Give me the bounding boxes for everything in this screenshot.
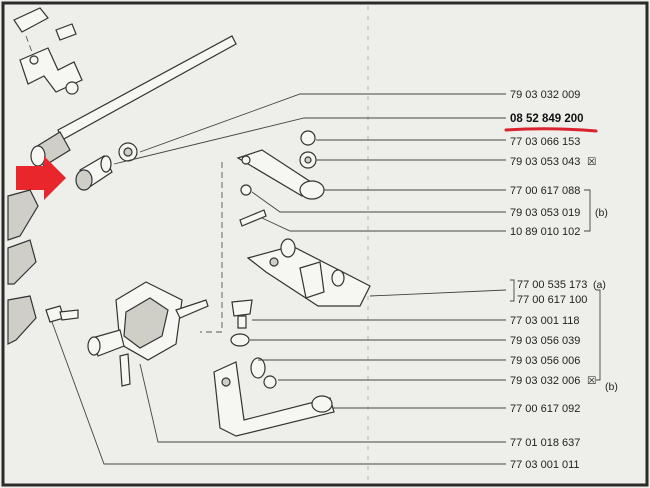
part-number-highlighted: 08 52 849 200: [510, 113, 584, 125]
part-number: 79 03 053 019: [510, 207, 580, 219]
group-label: (b): [605, 381, 618, 393]
part-number: 79 03 032 006: [510, 375, 580, 387]
group-braces: [510, 189, 601, 381]
part-number: 77 03 001 011: [510, 459, 580, 471]
part-number: 79 03 056 006: [510, 355, 580, 367]
group-label: (b): [595, 207, 608, 219]
cylinder-housing: [87, 281, 209, 387]
part-number-list: 79 03 032 009 08 52 849 200 77 03 066 15…: [510, 89, 618, 471]
leader-lines: [51, 93, 507, 465]
bracket-plate: [246, 238, 371, 307]
left-bolt: [45, 305, 79, 323]
connection-dash: [200, 162, 223, 333]
part-number: 77 01 018 637: [510, 437, 580, 449]
lever-assembly: [236, 130, 325, 227]
marker-icon: ☒: [587, 375, 596, 387]
part-number: 77 03 001 118: [510, 315, 580, 327]
part-number: 77 00 617 092: [510, 403, 580, 415]
part-number: 79 03 032 009: [510, 89, 580, 101]
upper-bracket-assembly: [13, 7, 83, 95]
part-suffix: (a): [593, 279, 606, 291]
part-number: 77 00 617 088: [510, 185, 580, 197]
part-number: 10 89 010 102: [510, 226, 580, 238]
part-number: 77 00 617 100: [517, 294, 587, 306]
left-gaskets: [7, 189, 39, 345]
part-number: 77 00 535 173: [517, 279, 587, 291]
part-number: 77 03 066 153: [510, 136, 580, 148]
highlight-arrow: [16, 156, 66, 200]
part-number: 79 03 056 039: [510, 335, 580, 347]
marker-icon: ☒: [587, 156, 596, 168]
part-number: 79 03 053 043: [510, 156, 580, 168]
lower-bracket: [213, 357, 335, 437]
control-rod: [30, 35, 237, 167]
bushing-part: [75, 142, 138, 191]
highlight-underline: [504, 127, 598, 133]
center-bolt: [230, 299, 253, 347]
